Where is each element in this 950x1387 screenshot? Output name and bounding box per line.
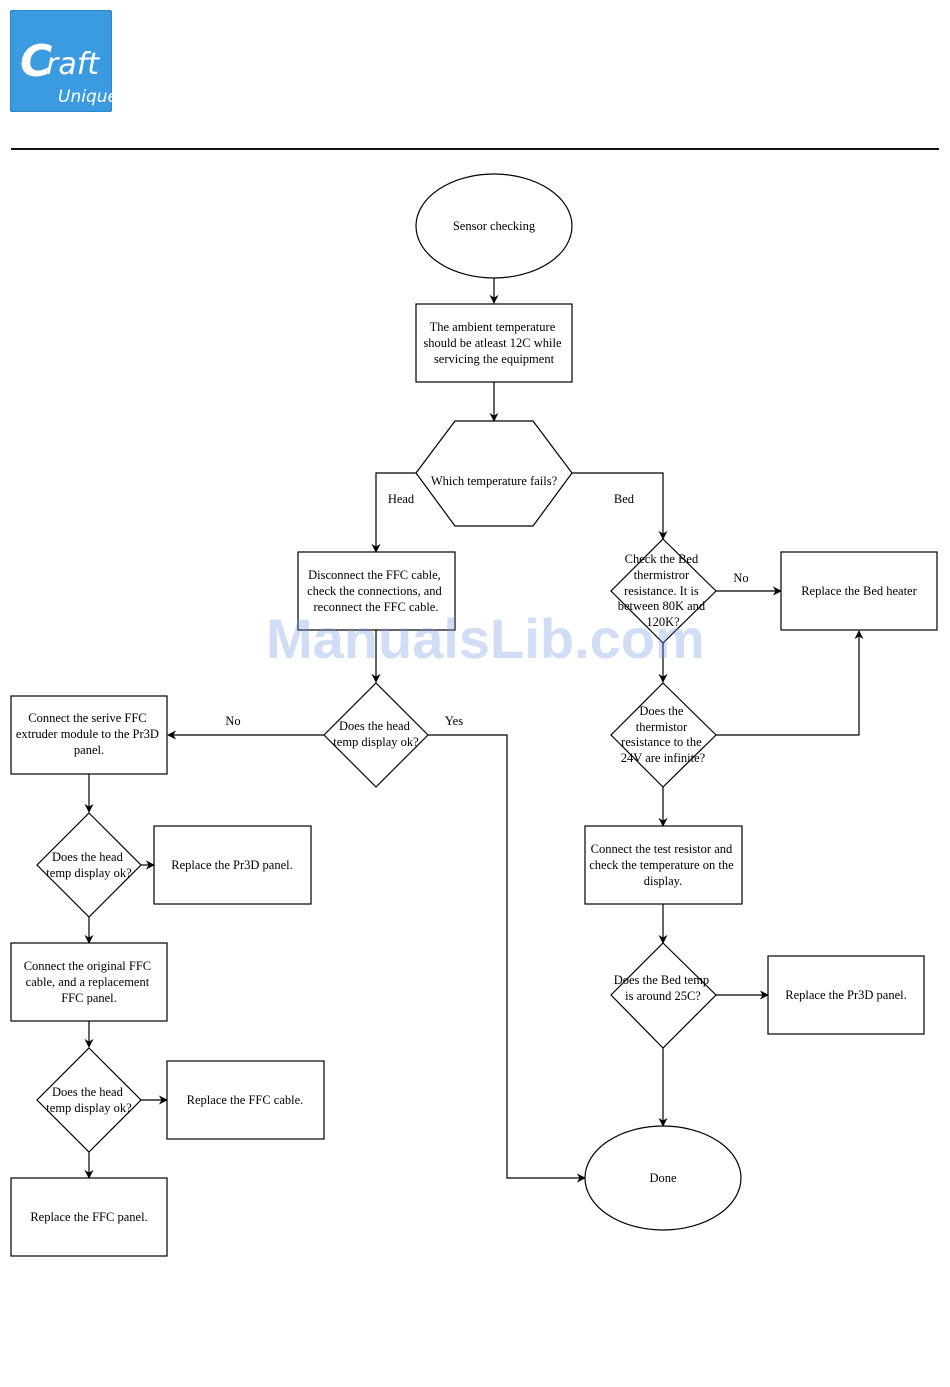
- label-disconnect: Disconnect the FFC cable, check the conn…: [307, 568, 445, 614]
- label-pr3d2: Replace the Pr3D panel.: [785, 988, 906, 1002]
- edge-which-head: [371, 472, 416, 553]
- watermark: ManualsLib.com: [266, 607, 705, 670]
- svg-text:Unique: Unique: [58, 87, 112, 107]
- node-which-hexagon: [415, 420, 573, 527]
- label-checkbed: Check the Bed thermistror resistance. It…: [618, 552, 709, 629]
- edge-headok1-yes: [428, 734, 586, 1183]
- edge-label-bed: Bed: [614, 492, 635, 506]
- label-infinite: Does the thermistor resistance to the 24…: [621, 704, 706, 765]
- label-ffcpanel: Replace the FFC panel.: [30, 1210, 147, 1224]
- edge-label-yes-head: Yes: [445, 714, 463, 728]
- edge-label-no-bed: No: [733, 571, 748, 585]
- node-serive-box: [10, 695, 168, 775]
- edge-label-head: Head: [388, 492, 415, 506]
- label-bed25c: Does the Bed temp is around 25C?: [614, 973, 713, 1003]
- node-ffccable-box: [166, 1060, 325, 1140]
- node-infinite-diamond: [610, 682, 717, 788]
- svg-text:C: C: [20, 36, 52, 87]
- node-ffcpanel-box: [10, 1177, 168, 1257]
- node-bedheater-box: [780, 551, 938, 631]
- edge-which-bed: [572, 472, 668, 540]
- node-headok2-diamond: [36, 812, 142, 918]
- node-ambient-box: [415, 303, 573, 383]
- edge-infinite-bedheater: [716, 630, 864, 736]
- node-headok3-diamond: [36, 1047, 142, 1153]
- node-start-ellipse: [415, 173, 573, 279]
- label-ambient: The ambient temperature should be atleas…: [423, 320, 564, 366]
- label-ffccable: Replace the FFC cable.: [187, 1093, 304, 1107]
- node-pr3d2-box: [767, 955, 925, 1035]
- edges: [84, 278, 864, 1183]
- label-start: Sensor checking: [453, 219, 536, 233]
- node-pr3d1-box: [153, 825, 312, 905]
- node-headok1-diamond: [323, 682, 429, 788]
- logo-background: [10, 10, 112, 112]
- svg-text:raft: raft: [46, 47, 100, 82]
- header-divider: [11, 148, 939, 150]
- label-pr3d1: Replace the Pr3D panel.: [171, 858, 292, 872]
- label-headok1: Does the head temp display ok?: [333, 719, 419, 749]
- node-bed25c-diamond: [610, 942, 717, 1049]
- node-labels: Sensor checking The ambient temperature …: [16, 219, 918, 1224]
- nodes: [10, 173, 938, 1257]
- node-original-box: [10, 942, 168, 1022]
- edge-label-no-head: No: [225, 714, 240, 728]
- edge-labels: Head Bed No Yes No: [225, 492, 748, 728]
- node-done-ellipse: [584, 1125, 742, 1231]
- label-bedheater: Replace the Bed heater: [801, 584, 917, 598]
- label-original: Connect the original FFC cable, and a re…: [24, 959, 155, 1005]
- node-checkbed-diamond: [610, 538, 717, 644]
- craft-unique-logo: C raft Unique: [10, 10, 112, 112]
- label-headok3: Does the head temp display ok?: [46, 1085, 132, 1115]
- label-which: Which temperature fails?: [431, 474, 558, 488]
- label-testresistor: Connect the test resistor and check the …: [589, 842, 737, 888]
- node-testresistor-box: [584, 825, 743, 905]
- node-disconnect-box: [297, 551, 456, 631]
- label-serive: Connect the serive FFC extruder module t…: [16, 711, 162, 757]
- label-done: Done: [649, 1171, 677, 1185]
- label-headok2: Does the head temp display ok?: [46, 850, 132, 880]
